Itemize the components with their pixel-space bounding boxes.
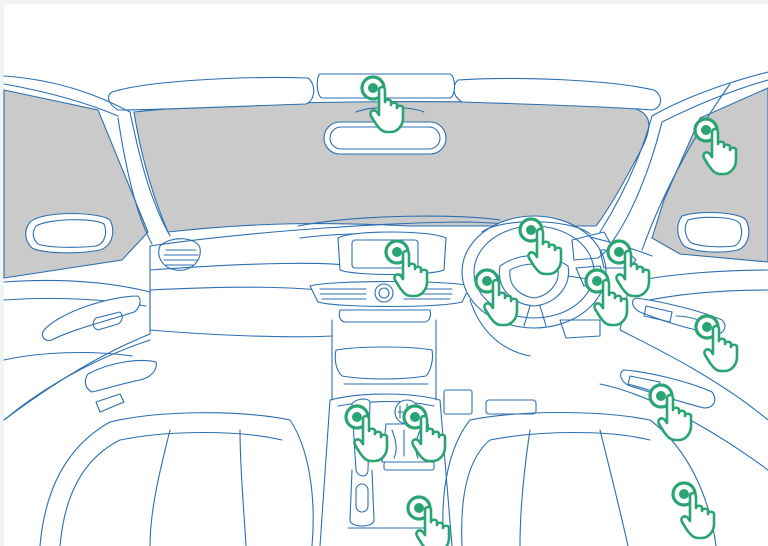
hotspot-dot (656, 391, 666, 401)
volume-knob (375, 284, 393, 302)
hotspot-right-door-pocket[interactable] (673, 483, 714, 538)
hotspot-dot (410, 412, 420, 422)
hotspot-dot (701, 125, 711, 135)
hotspot-dot (679, 489, 689, 499)
hotspot-dot (526, 225, 536, 235)
hotspot-dot (352, 412, 362, 422)
hotspot-dot (392, 247, 402, 257)
hotspot-dot (702, 322, 712, 332)
hotspot-dot (482, 276, 492, 286)
hotspot-dot (592, 276, 602, 286)
hotspot-dot (368, 83, 378, 93)
hotspot-dot (614, 247, 624, 257)
hotspot-dot (414, 503, 424, 513)
left-sun-visor (109, 78, 314, 110)
hotspot-right-door-switch[interactable] (696, 316, 737, 371)
left-air-vent (164, 250, 198, 265)
hotspot-handbrake[interactable] (346, 406, 387, 461)
